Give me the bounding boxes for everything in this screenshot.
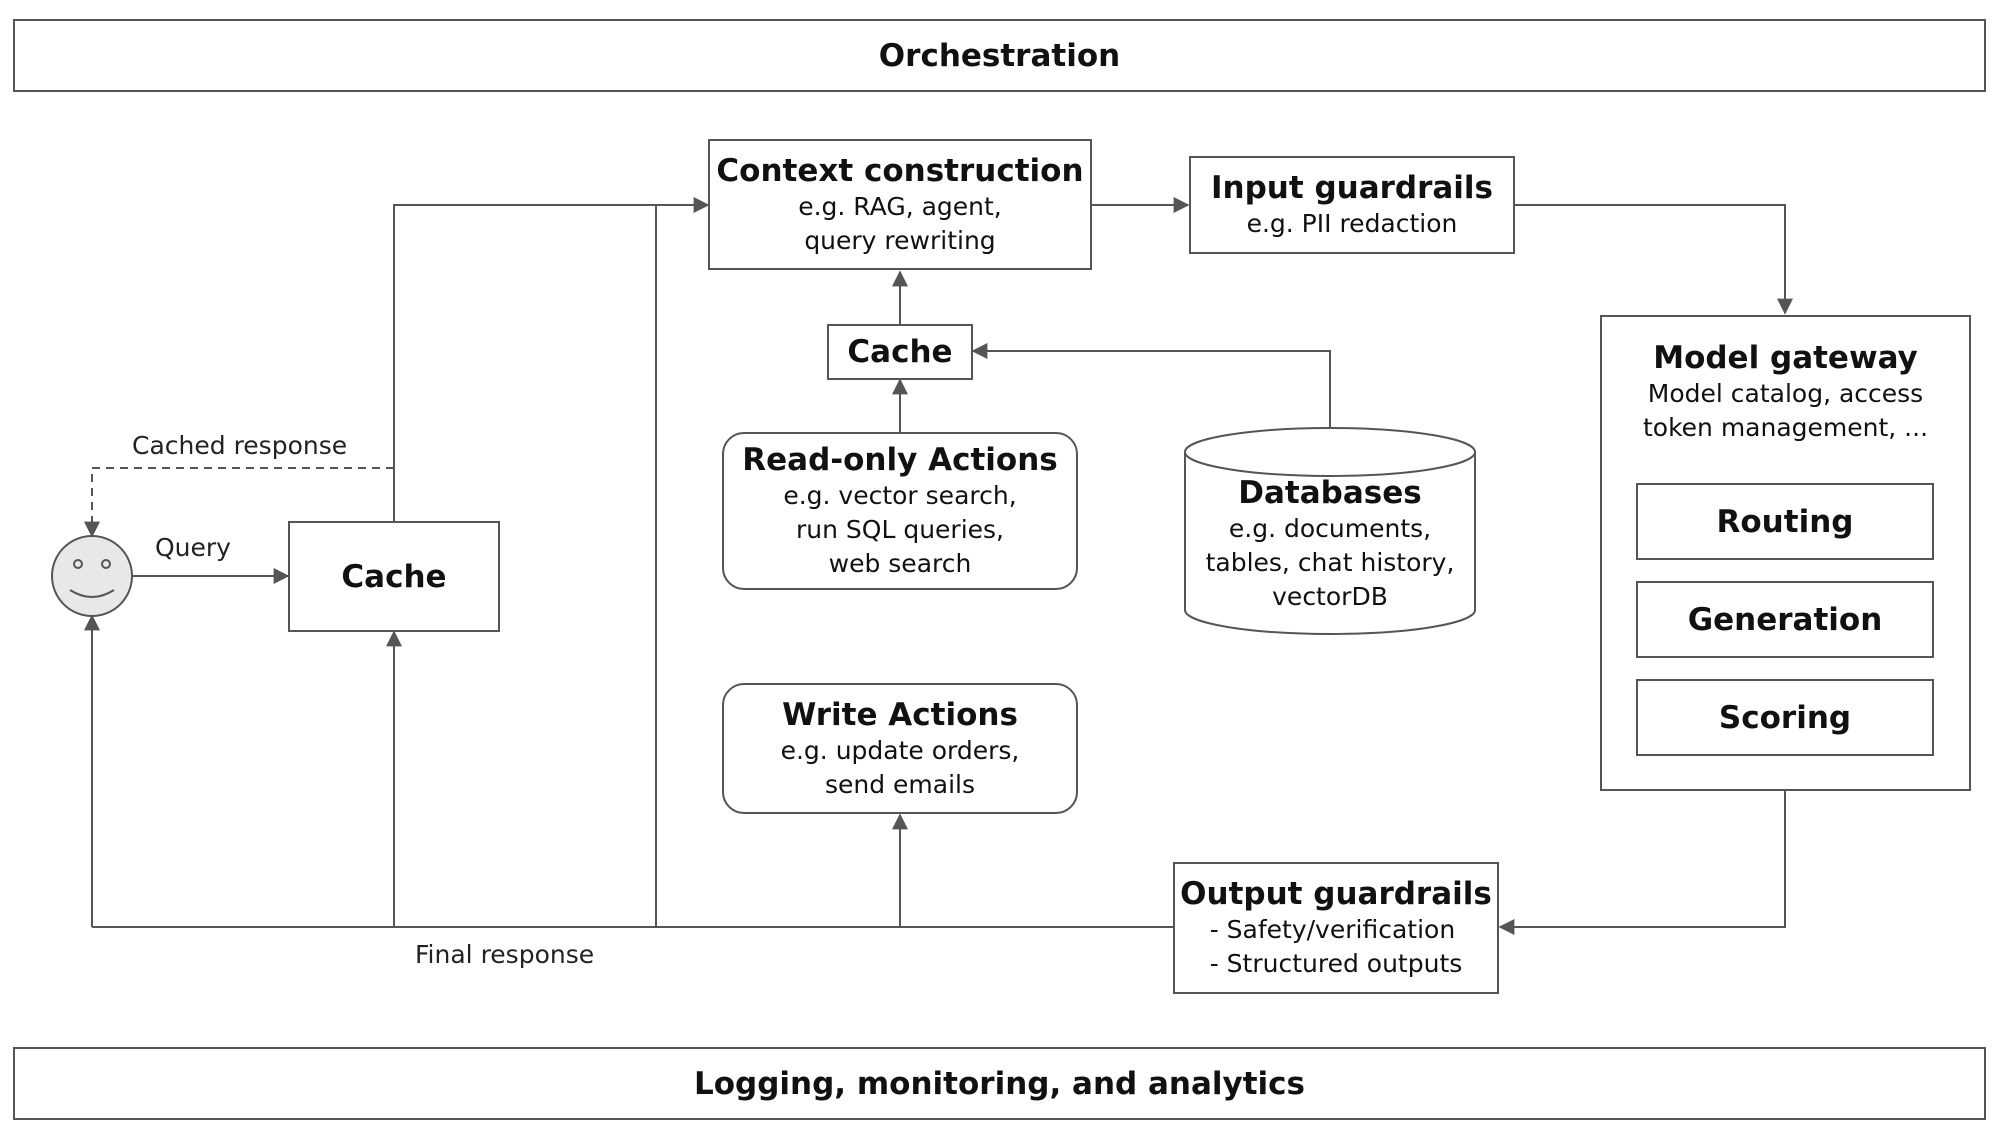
read-only-actions-box: Read-only Actions e.g. vector search, ru… [722, 432, 1078, 590]
databases-box: Databases e.g. documents, tables, chat h… [1185, 474, 1475, 624]
cached-response-arrow [84, 467, 394, 538]
context-construction-sub: e.g. RAG, agent, query rewriting [798, 191, 1002, 255]
read-only-actions-sub: e.g. vector search, run SQL queries, web… [783, 481, 1017, 578]
write-actions-box: Write Actions e.g. update orders, send e… [722, 683, 1078, 814]
final-response-label: Final response [415, 940, 595, 969]
write-actions-title: Write Actions [782, 696, 1018, 733]
output-guardrails-box: Output guardrails - Safety/verification … [1173, 862, 1499, 994]
response-cache-title: Cache [341, 558, 447, 595]
input-guardrails-sub: e.g. PII redaction [1246, 209, 1458, 238]
context-cache-title: Cache [847, 334, 953, 370]
user-face-icon [51, 535, 133, 617]
output-guardrails-sub: - Safety/verification - Structured outpu… [1209, 915, 1463, 978]
input-guardrails-to-gateway-arrow [1515, 204, 1793, 315]
read-only-actions-title: Read-only Actions [742, 442, 1058, 478]
scoring-box: Scoring [1636, 679, 1934, 756]
write-actions-sub: e.g. update orders, send emails [780, 735, 1020, 799]
generation-label: Generation [1687, 601, 1883, 638]
orchestration-band: Orchestration [13, 19, 1986, 92]
context-construction-box: Context construction e.g. RAG, agent, qu… [708, 139, 1092, 270]
generation-box: Generation [1636, 581, 1934, 658]
logging-title: Logging, monitoring, and analytics [693, 1065, 1306, 1102]
databases-to-cache-arrow [971, 343, 1331, 427]
databases-sub: e.g. documents, tables, chat history, ve… [1205, 514, 1455, 611]
routing-label: Routing [1716, 503, 1854, 540]
context-construction-title: Context construction [716, 152, 1084, 189]
model-gateway-sub: Model catalog, access token management, … [1642, 379, 1929, 442]
logging-band: Logging, monitoring, and analytics [13, 1047, 1986, 1120]
response-cache-box: Cache [288, 521, 500, 632]
gateway-to-output-guardrails-arrow [1498, 791, 1786, 935]
databases-title: Databases [1238, 475, 1422, 511]
input-guardrails-title: Input guardrails [1210, 170, 1494, 206]
query-label: Query [155, 533, 231, 562]
routing-box: Routing [1636, 483, 1934, 560]
context-cache-box: Cache [827, 324, 973, 380]
model-gateway-title: Model gateway [1653, 340, 1918, 376]
database-cylinder-icon [1184, 427, 1476, 635]
output-guardrails-title: Output guardrails [1180, 876, 1492, 912]
scoring-label: Scoring [1718, 699, 1852, 736]
input-guardrails-box: Input guardrails e.g. PII redaction [1189, 156, 1515, 254]
cache-to-context-arrow [393, 197, 710, 521]
cached-response-label: Cached response [132, 431, 348, 460]
orchestration-title: Orchestration [878, 37, 1121, 74]
